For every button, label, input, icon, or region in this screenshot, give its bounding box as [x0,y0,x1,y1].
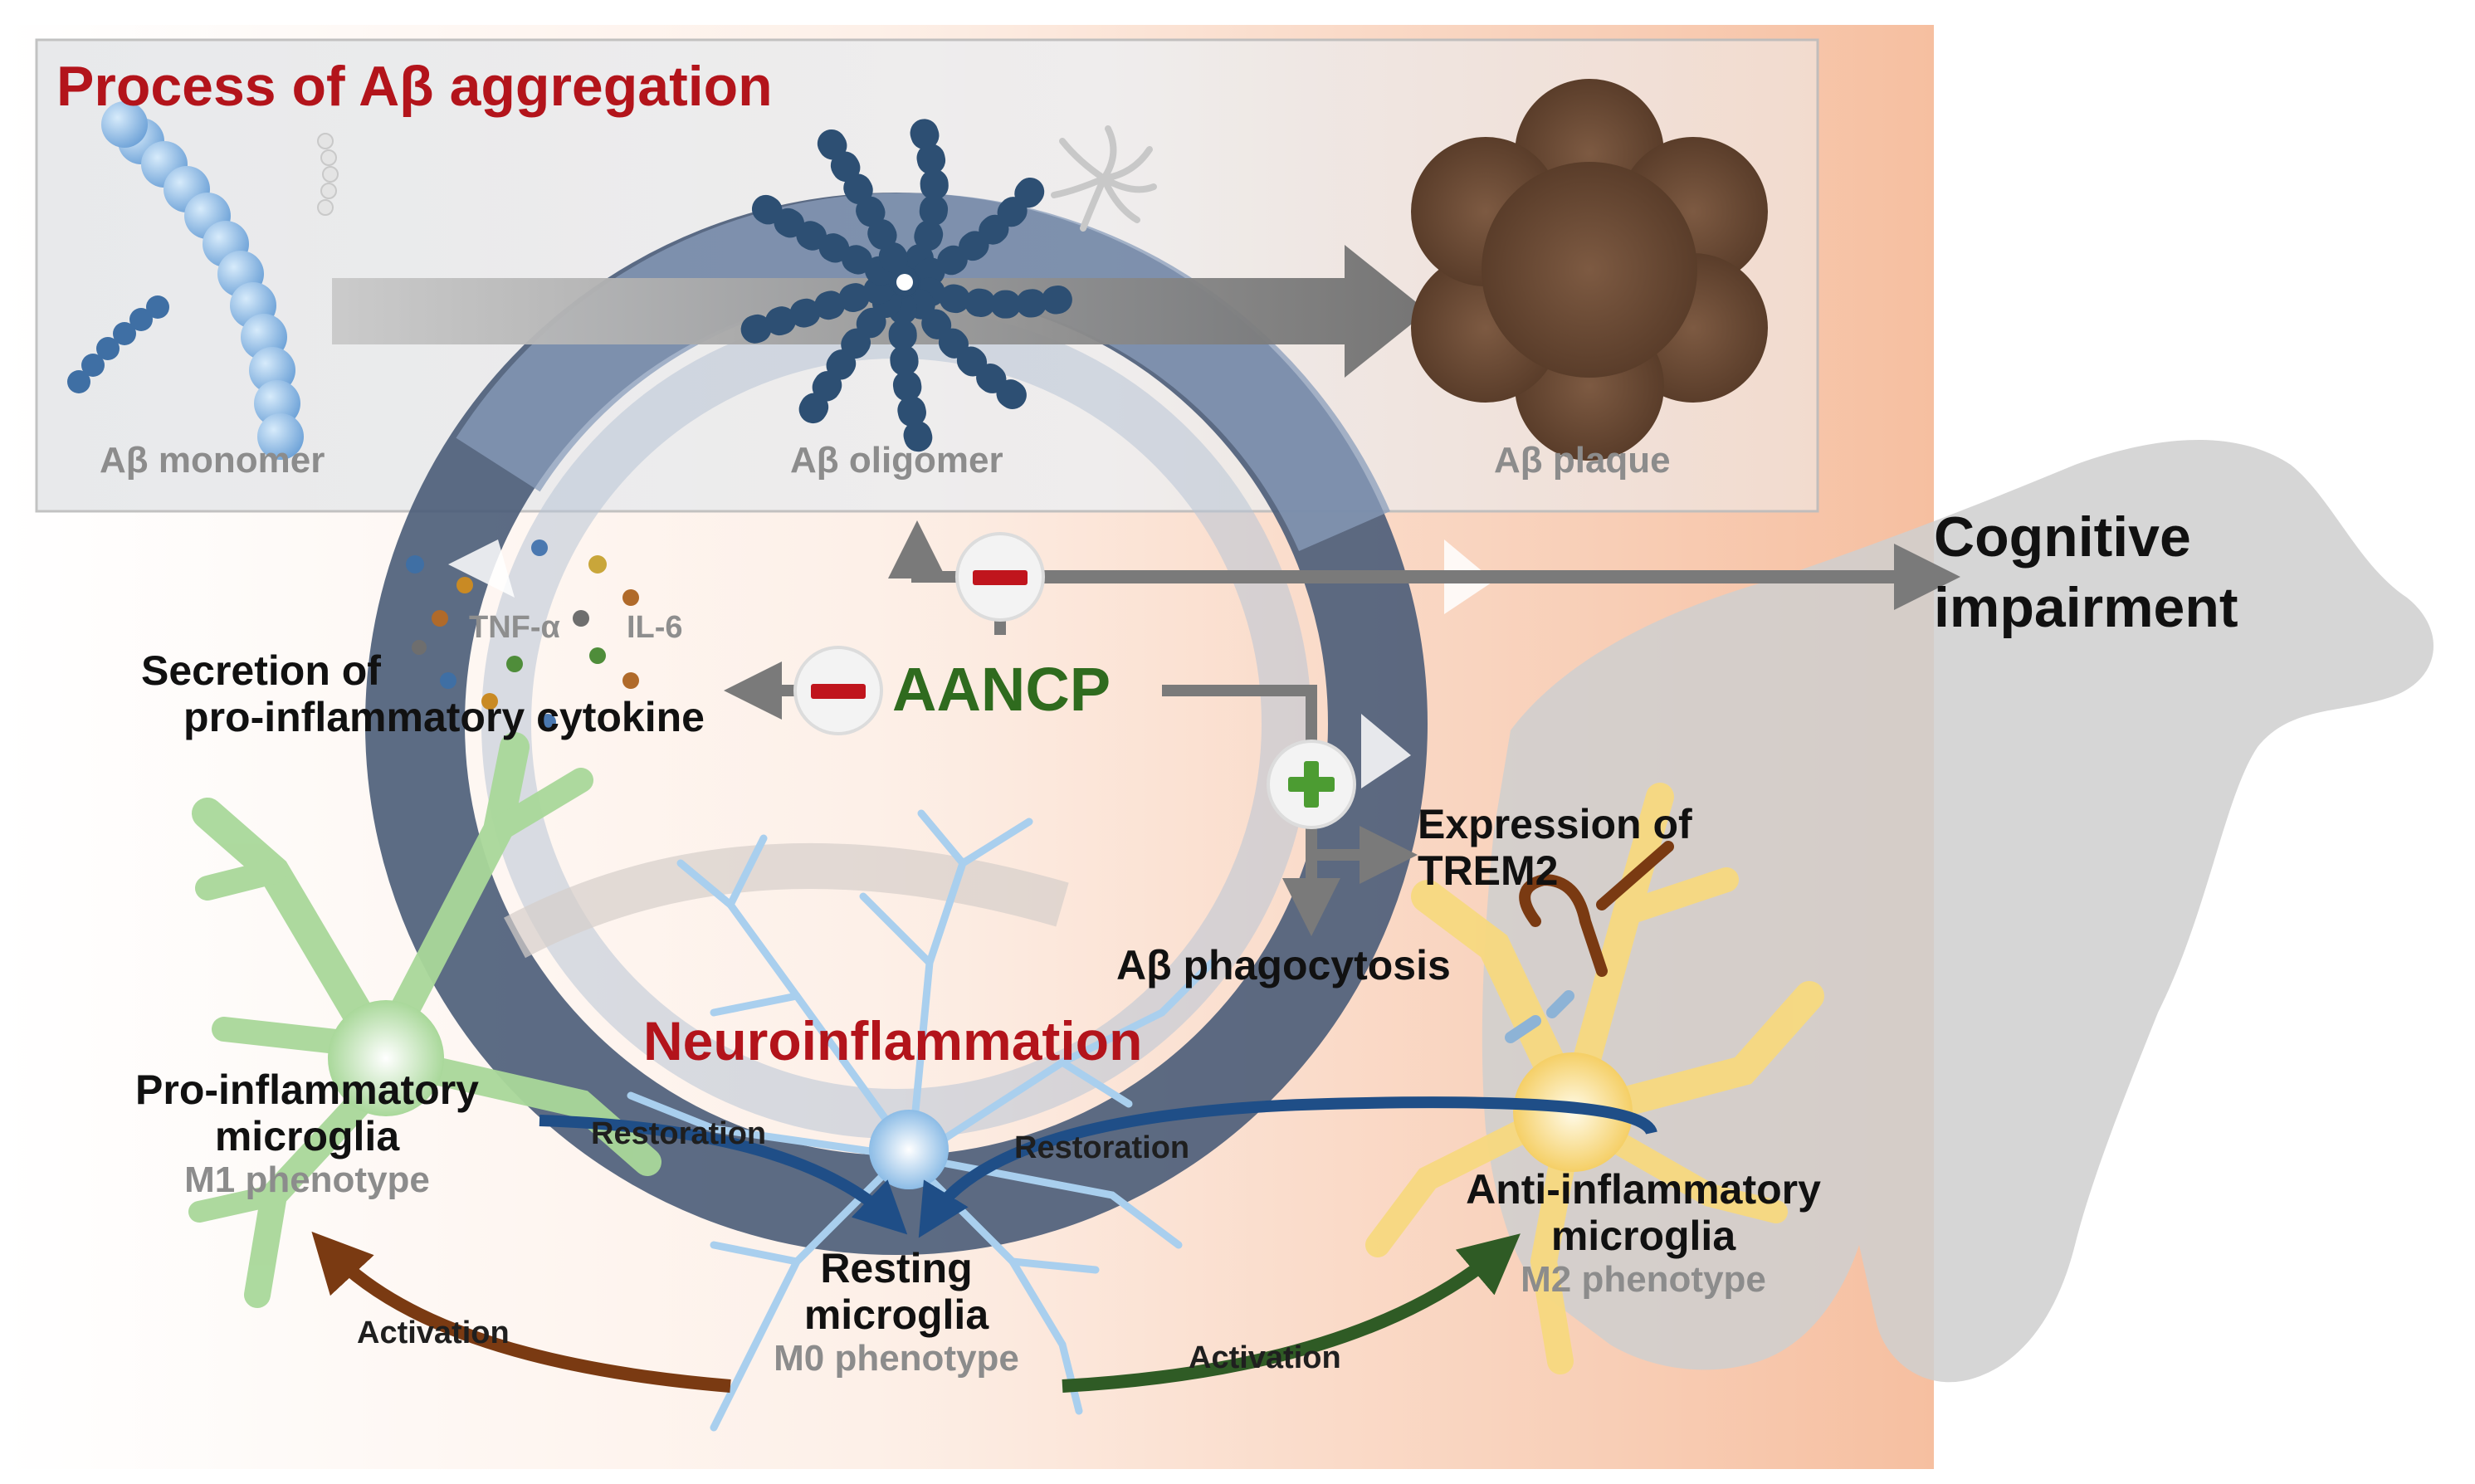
m2-phenotype: M2 phenotype [1521,1259,1766,1300]
monomer-chain-faint [317,133,339,216]
restoration-arrow-right [918,1096,1657,1238]
ring-chevron-3 [448,539,515,598]
cytokine-tnf: TNF-α [469,610,560,645]
m1-microglia-nucleus [328,1000,444,1116]
m1-line2: microglia [214,1113,400,1159]
m0-line2: microglia [803,1291,989,1338]
neuroinflammation-label: Neuroinflammation [643,1010,1143,1072]
outcome-line1: Cognitive [1934,505,2191,569]
m2-label: Anti-inflammatory microglia M2 phenotype [1428,1166,1859,1300]
m0-microglia-nucleus [869,1110,949,1189]
label-oligomer: Aβ oligomer [790,440,1003,481]
m1-label: Pro-inflammatory microglia M1 phenotype [100,1067,515,1200]
m0-line1: Resting [820,1245,973,1291]
cytokine-secretion-label: Secretion of pro-inflammatory cytokine [124,647,764,740]
m2-microglia-cell [1365,783,1824,1374]
trem2-receptor-2 [1596,841,1674,910]
phagocytosis-label: Aβ phagocytosis [1116,942,1451,989]
inhibit-badge-cytokine [793,646,883,735]
m0-label: Resting microglia M0 phenotype [714,1245,1079,1379]
trem2-receptor [1519,873,1608,977]
outcome-line2: impairment [1934,576,2238,639]
faint-cycle-arrow [504,843,1069,959]
cytokine-line2: pro-inflammatory cytokine [183,694,705,740]
activation-arrow-right [1062,1233,1521,1393]
phagocytosed-abeta [1505,990,1574,1043]
outcome-label: Cognitive impairment [1934,502,2238,643]
m1-line1: Pro-inflammatory [135,1067,479,1113]
restoration-label-left: Restoration [591,1116,767,1151]
cytokine-line1: Secretion of [141,647,381,694]
oligomer-cluster [733,110,1076,462]
restoration-label-right: Restoration [1014,1130,1190,1165]
activation-arrow-left [311,1231,731,1393]
ring-chevron-2 [1361,714,1411,788]
drug-label: AANCP [892,655,1111,724]
cycle-ring-light-arc [456,193,1390,552]
trem2-line2: TREM2 [1418,847,1559,894]
label-monomer: Aβ monomer [100,440,325,481]
activation-label-right: Activation [1189,1340,1341,1375]
m2-line2: microglia [1550,1213,1736,1259]
monomer-chain-small [67,295,169,393]
m2-line1: Anti-inflammatory [1466,1166,1821,1213]
page-title: Process of Aβ aggregation [56,55,773,118]
activation-label-left: Activation [357,1316,510,1350]
label-plaque: Aβ plaque [1494,440,1671,481]
mouse-silhouette [1482,440,2434,1383]
cytokine-il6: IL-6 [627,610,683,645]
oligomer-faint [1051,125,1157,232]
m0-phenotype: M0 phenotype [774,1338,1019,1379]
trem2-line1: Expression of [1418,801,1692,847]
cytokine-particles [406,539,639,730]
m1-microglia-cell [188,732,661,1308]
m1-phenotype: M1 phenotype [184,1159,430,1200]
promote-badge-trem2 [1267,740,1356,829]
inhibit-badge-oligomer [955,532,1045,622]
restoration-arrow-left [539,1115,908,1235]
monomer-chain-large [101,101,304,460]
plaque-cluster [1411,79,1768,461]
m0-microglia-cell [627,809,1216,1432]
trem2-label: Expression of TREM2 [1418,801,1692,894]
